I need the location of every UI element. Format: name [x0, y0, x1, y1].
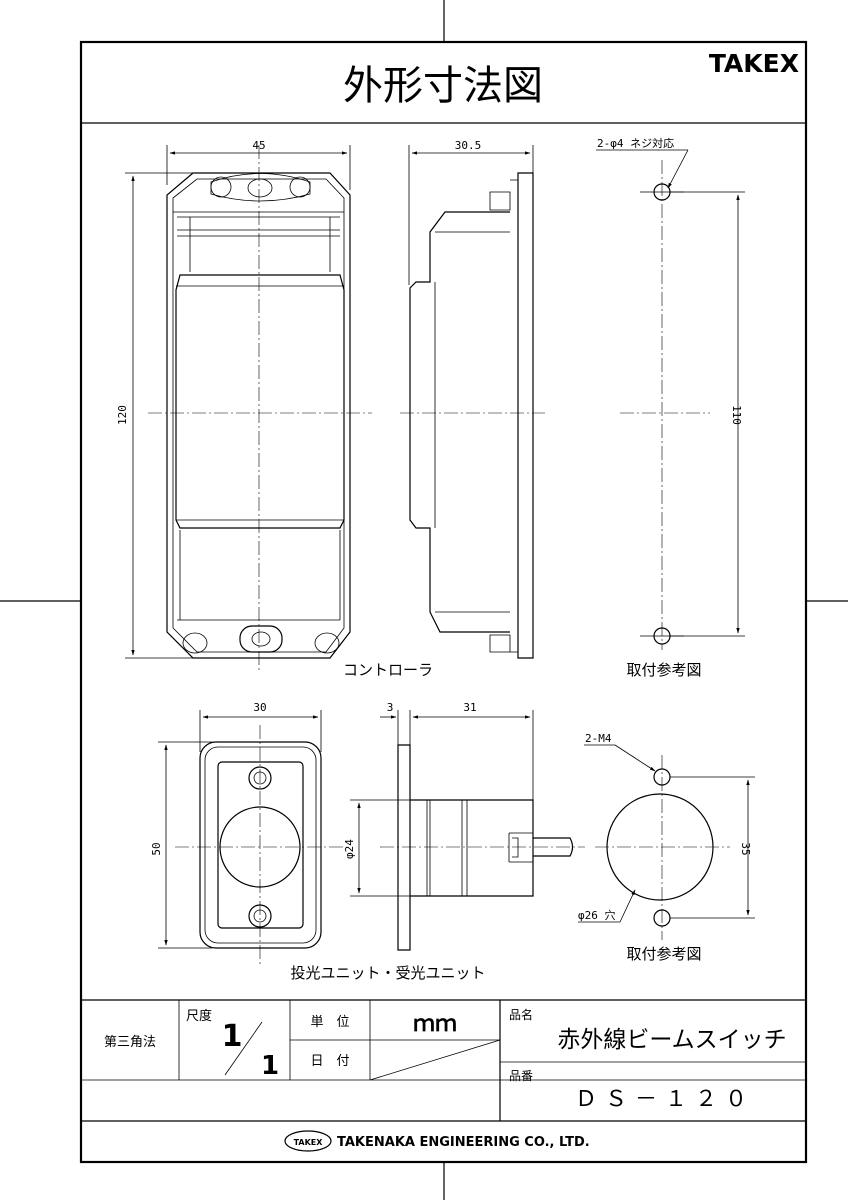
svg-text:35: 35 [739, 842, 752, 855]
unit-side-view [380, 744, 585, 951]
svg-text:2-φ4 ネジ対応: 2-φ4 ネジ対応 [597, 136, 674, 150]
unit-label: 単 位 [310, 1014, 349, 1030]
controller-dimensions: 45 120 30.5 [116, 139, 534, 659]
svg-text:50: 50 [150, 842, 163, 855]
unit-caption: 投光ユニット・受光ユニット [290, 964, 485, 982]
controller-mount-caption: 取付参考図 [626, 661, 701, 679]
scale-label: 尺度 [186, 1008, 212, 1024]
projection-label: 第三角法 [104, 1035, 156, 1050]
controller-front-view [148, 145, 372, 670]
svg-text:120: 120 [116, 405, 129, 425]
product-name: 赤外線ビームスイッチ [557, 1027, 786, 1053]
company-logo: TAKEX [294, 1138, 324, 1147]
scale-denominator: 1 [261, 1051, 279, 1081]
svg-text:45: 45 [252, 139, 265, 152]
svg-text:30.5: 30.5 [455, 139, 482, 152]
company-footer: TAKEX TAKENAKA ENGINEERING CO., LTD. [284, 1130, 590, 1152]
page-title: 外形寸法図 [343, 63, 543, 109]
svg-text:30: 30 [253, 701, 266, 714]
product-number-label: 品番 [509, 1069, 533, 1083]
unit-mount-caption: 取付参考図 [626, 945, 701, 963]
svg-text:3: 3 [387, 701, 394, 714]
company-name: TAKENAKA ENGINEERING CO., LTD. [337, 1135, 590, 1150]
product-name-label: 品名 [509, 1007, 533, 1022]
controller-side-view [400, 172, 545, 659]
svg-text:φ24: φ24 [343, 839, 356, 859]
svg-text:110: 110 [730, 405, 743, 425]
svg-text:31: 31 [463, 701, 476, 714]
date-label: 日 付 [310, 1054, 349, 1069]
brand-logo: TAKEX [709, 49, 799, 78]
unit-value: ｍｍ [413, 1012, 457, 1037]
svg-text:φ26 穴: φ26 穴 [578, 908, 616, 922]
product-number: ＤＳ－１２０ [575, 1087, 755, 1112]
unit-mount-large-hole [606, 793, 714, 901]
unit-front-view [175, 725, 345, 965]
unit-mount-view: 35 2-M4 φ26 穴 [578, 732, 755, 940]
scale-numerator: 1 [222, 1019, 243, 1054]
title-block [81, 999, 806, 1122]
sheet-border [79, 40, 808, 1164]
controller-caption: コントローラ [343, 661, 433, 679]
unit-dimensions: 30 50 3 31 φ24 [150, 701, 534, 949]
svg-text:2-M4: 2-M4 [585, 732, 612, 745]
controller-mount-view: 110 2-φ4 ネジ対応 [596, 136, 745, 650]
